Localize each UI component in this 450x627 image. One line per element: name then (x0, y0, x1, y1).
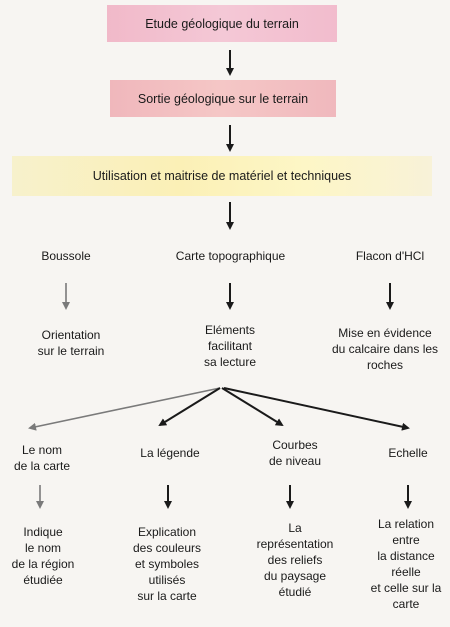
step-etude-geologique: Etude géologique du terrain (107, 5, 337, 42)
step-etude-label: Etude géologique du terrain (145, 16, 299, 31)
desc-nom-carte: Indique le nom de la région étudiée (11, 525, 75, 587)
arrow-elements-courbes (221, 387, 284, 427)
step-sortie-label: Sortie géologique sur le terrain (137, 91, 309, 106)
desc-echelle: La relation entre la distance réelle et … (370, 517, 442, 611)
step-materiel-techniques: Utilisation et maitrise de matériel et t… (12, 156, 432, 196)
arrow-elements-legende (158, 387, 221, 427)
arrow-elements-echelle (223, 387, 410, 431)
element-nom-carte: Le nom de la carte (13, 443, 71, 473)
use-mise-en-evidence: Mise en évidence du calcaire dans les ro… (331, 326, 439, 372)
tool-flacon-hcl: Flacon d'HCl (355, 249, 425, 263)
element-legende: La légende (140, 446, 200, 460)
desc-courbes-niveau: La représentation des reliefs du paysage… (256, 521, 334, 599)
step-materiel-label: Utilisation et maitrise de matériel et t… (92, 169, 352, 183)
element-courbes-niveau: Courbes de niveau (268, 438, 322, 468)
step-sortie-geologique: Sortie géologique sur le terrain (110, 80, 336, 117)
use-orientation: Orientation sur le terrain (37, 328, 105, 358)
tool-boussole: Boussole (41, 249, 91, 263)
use-elements-lecture: Eléments facilitant sa lecture (203, 323, 257, 369)
element-echelle: Echelle (388, 446, 428, 460)
tool-carte-topographique: Carte topographique (175, 249, 286, 263)
desc-legende: Explication des couleurs et symboles uti… (132, 525, 202, 603)
arrow-elements-nom (28, 387, 221, 431)
